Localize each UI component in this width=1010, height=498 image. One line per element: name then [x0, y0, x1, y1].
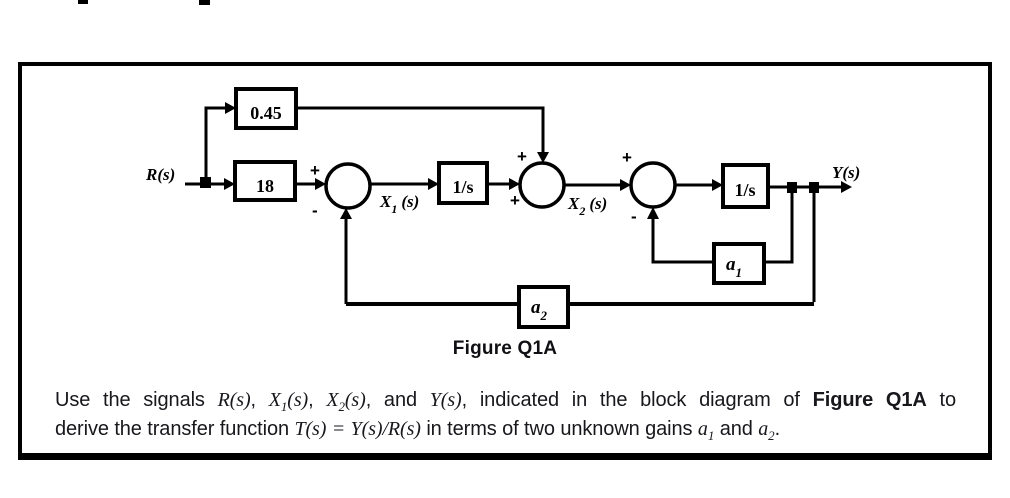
- gain-block-a1: [712, 242, 766, 285]
- wire-045-to-sum2: [296, 106, 545, 152]
- math-x2-paren: (s): [344, 389, 366, 411]
- arrowhead: [647, 207, 659, 219]
- branch-nodes: [200, 177, 819, 193]
- arrowheads: [224, 102, 852, 219]
- arrowhead: [428, 178, 439, 190]
- figure-caption: Figure Q1A: [452, 338, 558, 359]
- math-t-s: T(s): [294, 418, 327, 440]
- question-line-2: derive the transfer function T(s) = Y(s)…: [55, 415, 956, 444]
- plus-sign-sum3: +: [622, 148, 632, 167]
- text-run: and: [719, 418, 753, 440]
- math-x1-paren: (s): [287, 389, 309, 411]
- text-run: indicated in the block diagram of: [479, 389, 800, 411]
- math-x2-sub: 2: [338, 399, 345, 414]
- comma: ,: [365, 389, 372, 411]
- cropped-text-remnant: [199, 0, 210, 5]
- wire-branch-to-045: [204, 106, 225, 183]
- plus-sign-sum2-top: +: [517, 147, 527, 166]
- text-run: in terms of two unknown gains: [426, 418, 693, 440]
- text-run: derive the transfer function: [55, 418, 289, 440]
- gain-block-045: [234, 87, 298, 130]
- figure-border-frame: [18, 62, 992, 460]
- minus-sign-sum3: -: [631, 207, 637, 226]
- x2-subscript: 2: [578, 204, 585, 218]
- block-label-integrator-1: 1/s: [452, 177, 473, 197]
- summing-junction-2: [518, 161, 566, 209]
- branch-node-output-1: [787, 182, 797, 193]
- arrowhead: [841, 181, 852, 193]
- a2-base: a: [531, 297, 541, 318]
- plus-sign-sum2-left: +: [510, 191, 520, 210]
- summing-junction-1: [324, 162, 372, 210]
- x2-base: X: [567, 194, 580, 213]
- arrowhead: [509, 178, 520, 190]
- integrator-block-1: [437, 161, 489, 205]
- comma: ,: [250, 389, 257, 411]
- math-x1-sub: 1: [280, 399, 288, 414]
- arrowhead: [225, 102, 236, 114]
- comma: ,: [308, 389, 314, 411]
- x2-rest: (s): [589, 194, 607, 213]
- cropped-text-remnant: [78, 0, 88, 4]
- x1-subscript: 1: [391, 202, 397, 216]
- a1-subscript: 1: [736, 265, 743, 280]
- question-line-1: Use the signals R(s), X1(s), X2(s), and …: [55, 386, 956, 415]
- math-x1: X: [268, 389, 281, 411]
- math-a2: a: [758, 418, 769, 440]
- signal-wires: [185, 106, 842, 306]
- block-label-integrator-2: 1/s: [734, 180, 755, 200]
- branch-node-input: [200, 177, 211, 188]
- block-label-18: 18: [256, 176, 274, 196]
- period: .: [774, 418, 781, 440]
- question-text: Use the signals R(s), X1(s), X2(s), and …: [55, 386, 956, 444]
- text-run: Use the signals: [55, 389, 205, 411]
- block-label-a2: a2: [531, 297, 548, 323]
- figure-reference-bold: Figure Q1A: [812, 389, 927, 411]
- summing-junction-3: [629, 161, 677, 209]
- text-run: to: [939, 389, 956, 411]
- label-x1-s: X1 (s): [379, 192, 419, 216]
- branch-node-output-2: [809, 182, 819, 193]
- block-label-045: 0.45: [250, 103, 282, 123]
- text-run: and: [383, 389, 417, 411]
- gain-block-18: [233, 160, 297, 202]
- a1-base: a: [726, 254, 736, 275]
- x1-base: X: [379, 192, 392, 211]
- math-a2-sub: 2: [768, 428, 775, 443]
- math-transfer-ratio: Y(s)/R(s): [350, 418, 421, 440]
- math-r-s: R(s): [217, 389, 251, 411]
- math-a1: a: [697, 418, 708, 440]
- gain-blocks: [233, 87, 770, 329]
- arrowhead: [620, 179, 631, 191]
- minus-sign-sum1: -: [312, 201, 318, 220]
- integrator-block-2: [721, 163, 770, 209]
- arrowhead: [537, 152, 549, 163]
- plus-sign-sum1: +: [310, 161, 320, 180]
- a2-subscript: 2: [540, 308, 548, 323]
- arrowhead: [340, 208, 352, 219]
- block-label-a1: a1: [726, 254, 742, 280]
- math-x2: X: [326, 389, 339, 411]
- arrowhead: [712, 179, 723, 191]
- wire-a1-to-sum3: [651, 219, 714, 264]
- label-r-s: R(s): [145, 165, 175, 184]
- wire-node1-to-a1: [764, 190, 794, 264]
- x1-rest: (s): [401, 192, 419, 211]
- arrowhead: [315, 178, 326, 190]
- label-y-s: Y(s): [832, 163, 860, 182]
- gain-block-a2: [517, 285, 570, 329]
- arrowhead: [224, 178, 235, 190]
- math-a1-sub: 1: [707, 428, 715, 443]
- label-x2-s: X2 (s): [567, 194, 607, 218]
- comma: ,: [461, 389, 468, 411]
- equals-sign: =: [331, 418, 346, 440]
- math-y-s: Y(s): [429, 389, 462, 411]
